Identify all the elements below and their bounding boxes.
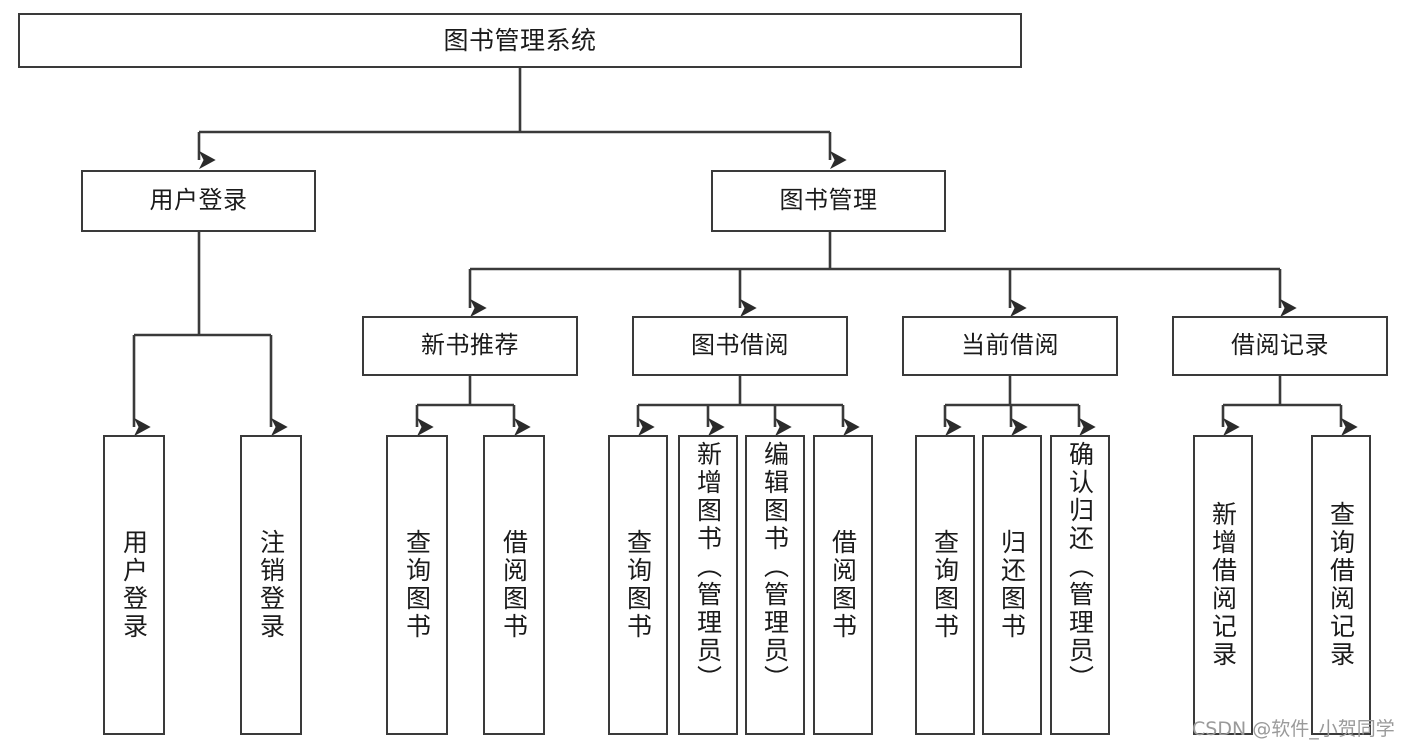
leaf-user-login-logout[interactable]: 注销登录 [240, 435, 302, 735]
leaf-book-borrow-query-books[interactable]: 查询图书 [608, 435, 668, 735]
node-label: 用户登录 [119, 529, 149, 641]
node-label: 查询借阅记录 [1326, 501, 1356, 669]
leaf-new-book-borrow-books[interactable]: 借阅图书 [483, 435, 545, 735]
node-label: 新书推荐 [421, 331, 519, 360]
node-current-borrowing[interactable]: 当前借阅 [902, 316, 1118, 376]
leaf-borrow-record-add-record[interactable]: 新增借阅记录 [1193, 435, 1253, 735]
node-root-book-management-system[interactable]: 图书管理系统 [18, 13, 1022, 68]
node-label: 查询图书 [402, 529, 432, 641]
node-label: 用户登录 [149, 186, 248, 215]
node-label: 图书借阅 [691, 331, 789, 360]
leaf-current-borrow-confirm-return-admin[interactable]: 确认归还（管理员） [1050, 435, 1110, 735]
node-label: 查询图书 [623, 529, 653, 641]
node-label: 图书管理系统 [443, 26, 597, 55]
node-borrowing-records[interactable]: 借阅记录 [1172, 316, 1388, 376]
leaf-borrow-record-query-record[interactable]: 查询借阅记录 [1311, 435, 1371, 735]
node-new-book-recommendation[interactable]: 新书推荐 [362, 316, 578, 376]
node-label: 借阅图书 [828, 529, 858, 641]
leaf-book-borrow-edit-book-admin[interactable]: 编辑图书（管理员） [745, 435, 805, 735]
node-label: 归还图书 [997, 529, 1027, 641]
leaf-current-borrow-query-books[interactable]: 查询图书 [915, 435, 975, 735]
node-label: 借阅图书 [499, 529, 529, 641]
leaf-current-borrow-return-books[interactable]: 归还图书 [982, 435, 1042, 735]
leaf-book-borrow-borrow-books[interactable]: 借阅图书 [813, 435, 873, 735]
node-label: 注销登录 [256, 529, 286, 641]
node-label: 当前借阅 [961, 331, 1059, 360]
node-label: 编辑图书（管理员） [760, 441, 790, 693]
leaf-new-book-query-books[interactable]: 查询图书 [386, 435, 448, 735]
node-label: 确认归还（管理员） [1065, 441, 1095, 693]
leaf-book-borrow-add-book-admin[interactable]: 新增图书（管理员） [678, 435, 738, 735]
node-label: 查询图书 [930, 529, 960, 641]
node-book-management[interactable]: 图书管理 [711, 170, 946, 232]
csdn-watermark: CSDN @软件_小贺同学 [1192, 718, 1395, 740]
leaf-user-login-signin[interactable]: 用户登录 [103, 435, 165, 735]
node-book-borrowing[interactable]: 图书借阅 [632, 316, 848, 376]
node-label: 图书管理 [779, 186, 878, 215]
node-label: 新增图书（管理员） [693, 441, 723, 693]
node-label: 新增借阅记录 [1208, 501, 1238, 669]
node-label: 借阅记录 [1231, 331, 1329, 360]
node-user-login[interactable]: 用户登录 [81, 170, 316, 232]
